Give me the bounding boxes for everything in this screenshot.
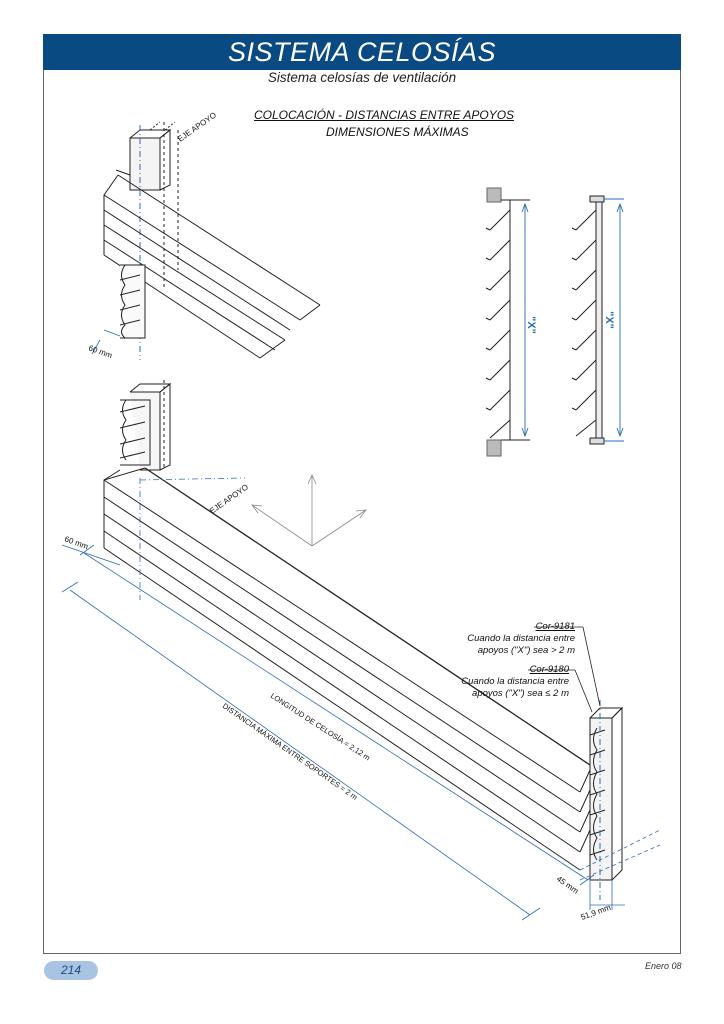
- distance-supports-label: DISTANCIA MÁXIMA ENTRE SOPORTES = 2 m: [221, 701, 359, 802]
- top-support-post: [129, 121, 179, 360]
- note-cor-9181-line1: Cuando la distancia entre: [467, 633, 575, 644]
- note-cor-9180: Cor-9180 Cuando la distancia entre apoyo…: [434, 664, 569, 700]
- header-bar: SISTEMA CELOSÍAS: [43, 34, 681, 70]
- page-title: SISTEMA CELOSÍAS: [227, 37, 497, 67]
- dimension-lines: [61, 477, 661, 921]
- direction-arrows: [251, 474, 367, 547]
- bottom-louver-section: [103, 467, 591, 871]
- axis-label-top: EJE APOYO: [176, 111, 218, 144]
- middle-support: [119, 380, 172, 471]
- section-left-dimension: [521, 202, 529, 438]
- dim-60mm-bottom: 60 mm: [63, 534, 89, 551]
- dim-60mm-top-lines: [91, 329, 121, 355]
- note-cor-9181: Cor-9181 Cuando la distancia entre apoyo…: [440, 621, 575, 657]
- note-cor-9181-line2: apoyos ("X") sea > 2 m: [477, 645, 575, 656]
- axis-label-bottom: EJE APOYO: [208, 483, 250, 516]
- note-cor-9180-line2: apoyos ("X") sea ≤ 2 m: [472, 688, 569, 699]
- x-label-right: "X": [603, 311, 615, 329]
- page-number-badge: 214: [44, 961, 98, 980]
- note-cor-9180-title: Cor-9180: [529, 664, 569, 675]
- note-leaders: [528, 626, 601, 713]
- note-cor-9180-line1: Cuando la distancia entre: [461, 676, 569, 687]
- section-heading: COLOCACIÓN - DISTANCIAS ENTRE APOYOS: [254, 108, 515, 122]
- page-subtitle: Sistema celosías de ventilación: [267, 70, 457, 85]
- dim-45mm: 45 mm: [555, 874, 580, 896]
- note-cor-9181-title: Cor-9181: [535, 621, 575, 632]
- section-subheading: DIMENSIONES MÁXIMAS: [326, 125, 469, 139]
- section-right-dimension: [604, 198, 624, 442]
- page-frame: [43, 70, 681, 954]
- x-label-left: "X": [525, 316, 537, 334]
- right-support: [589, 700, 624, 900]
- dim-60mm-top: 60 mm: [87, 343, 113, 360]
- top-louver-section: [103, 169, 321, 359]
- dim-519mm: 51,9 mm: [580, 903, 613, 922]
- section-view-left: [485, 187, 530, 457]
- footer-date: Enero 08: [645, 961, 682, 971]
- page-number: 214: [60, 963, 82, 977]
- section-view-right: [571, 195, 605, 445]
